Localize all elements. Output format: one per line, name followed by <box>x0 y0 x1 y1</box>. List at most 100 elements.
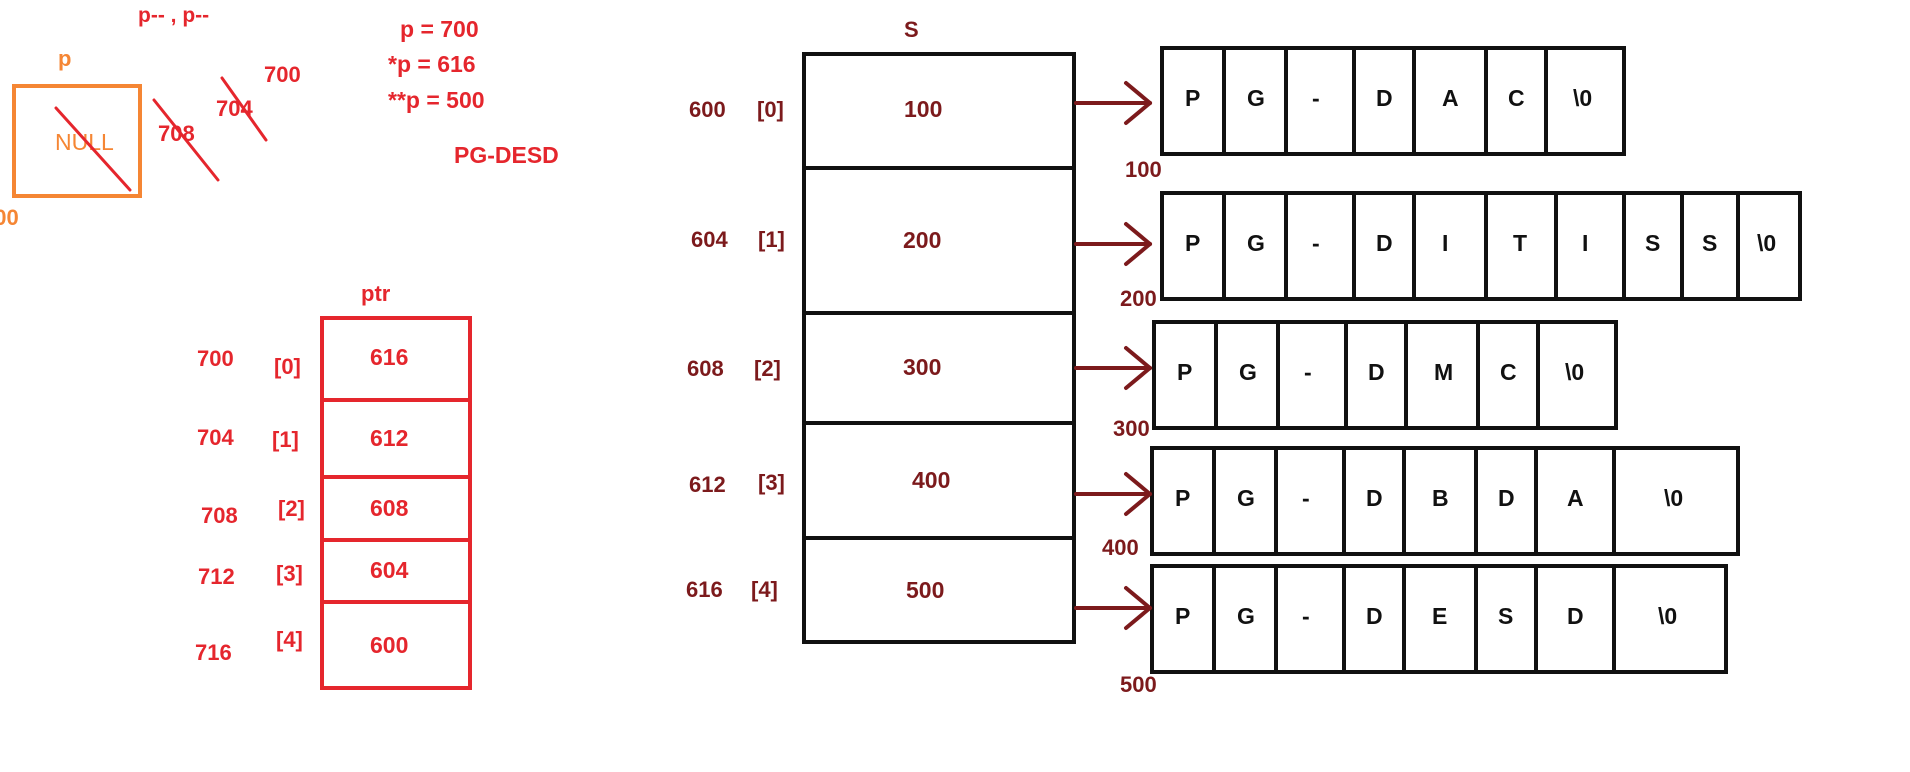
ptr-address-4: 716 <box>195 640 232 665</box>
pointer-arrow-2-head-bottom <box>1124 366 1152 390</box>
string-2-char-2: - <box>1304 359 1312 385</box>
ptr-cell-value-4: 600 <box>370 632 409 658</box>
string-2-char-0: P <box>1177 359 1193 385</box>
note-deref-p: *p = 616 <box>388 51 476 77</box>
string-0-char-6: \0 <box>1573 85 1593 111</box>
string-4-char-2: - <box>1302 603 1310 629</box>
p-null-value: NULL <box>55 129 114 155</box>
string-1-char-7: S <box>1645 230 1661 256</box>
string-4-cell-2 <box>1274 564 1346 674</box>
string-0-cell-6 <box>1544 46 1626 156</box>
string-0-char-2: - <box>1312 85 1320 111</box>
string-0-char-5: C <box>1508 85 1525 111</box>
string-1-char-2: - <box>1312 230 1320 256</box>
string-2-char-3: D <box>1368 359 1385 385</box>
string-2-cell-6 <box>1536 320 1618 430</box>
string-4-char-3: D <box>1366 603 1383 629</box>
string-4-char-5: S <box>1498 603 1514 629</box>
null-strike-line <box>54 106 132 192</box>
string-1-char-6: I <box>1582 230 1589 256</box>
string-4-cell-7 <box>1612 564 1728 674</box>
crossed-value-704: 704 <box>216 96 253 121</box>
ptr-array-box <box>320 316 472 690</box>
s-array-box <box>802 52 1076 644</box>
s-cell-value-2: 300 <box>903 354 942 380</box>
string-2-address: 300 <box>1113 416 1150 441</box>
pointer-arrow-1-head-bottom <box>1124 242 1152 266</box>
ptr-label: ptr <box>361 281 391 306</box>
ptr-address-1: 704 <box>197 425 234 450</box>
s-address-1: 604 <box>691 227 728 252</box>
pointer-arrow-3-head-top <box>1124 472 1152 496</box>
string-4-char-0: P <box>1175 603 1191 629</box>
note-double-deref-p: **p = 500 <box>388 87 485 113</box>
ptr-index-0: [0] <box>274 354 301 379</box>
string-1-cell-4 <box>1412 191 1488 301</box>
string-1-cell-9 <box>1736 191 1802 301</box>
pointer-arrow-0-head-top <box>1124 81 1152 105</box>
pointer-arrow-4-head-top <box>1124 586 1152 610</box>
ptr-address-3: 712 <box>198 564 235 589</box>
string-3-char-7: \0 <box>1664 485 1684 511</box>
string-4-address: 500 <box>1120 672 1157 697</box>
s-index-0: [0] <box>757 97 784 122</box>
pointer-arrow-3-head-bottom <box>1124 492 1152 516</box>
ptr-index-4: [4] <box>276 627 303 652</box>
string-2-char-4: M <box>1434 359 1454 385</box>
string-1-char-4: I <box>1442 230 1449 256</box>
string-3-char-2: - <box>1302 485 1310 511</box>
strike-708 <box>152 98 220 182</box>
string-0-char-3: D <box>1376 85 1393 111</box>
ptr-cell-value-1: 612 <box>370 424 409 451</box>
ptr-index-2: [2] <box>278 496 305 521</box>
ptr-cell-value-0: 616 <box>370 344 409 370</box>
string-3-cell-7 <box>1612 446 1740 556</box>
ptr-index-1: [1] <box>272 427 299 452</box>
string-1-char-0: P <box>1185 230 1201 256</box>
ptr-address-2: 708 <box>201 503 238 528</box>
note-p-value: p = 700 <box>400 16 479 42</box>
pointer-arrow-0-head-bottom <box>1124 101 1152 125</box>
crossed-value-700: 700 <box>264 62 301 87</box>
string-4-char-7: \0 <box>1658 603 1678 629</box>
string-1-cell-2 <box>1284 191 1356 301</box>
string-0-cell-2 <box>1284 46 1356 156</box>
string-1-char-3: D <box>1376 230 1393 256</box>
string-2-char-1: G <box>1239 359 1257 385</box>
s-cell-value-1: 200 <box>903 226 942 253</box>
string-3-char-1: G <box>1237 485 1255 511</box>
s-address-3: 612 <box>689 472 726 497</box>
string-1-char-9: \0 <box>1757 230 1777 256</box>
s-cell-value-4: 500 <box>906 577 945 603</box>
string-4-char-1: G <box>1237 603 1255 629</box>
s-index-2: [2] <box>754 356 781 381</box>
string-1-cell-6 <box>1554 191 1626 301</box>
string-0-char-4: A <box>1442 85 1459 111</box>
p-address: 900 <box>0 205 19 230</box>
string-3-address: 400 <box>1102 535 1139 560</box>
string-3-char-6: A <box>1567 485 1584 511</box>
string-0-char-1: G <box>1247 85 1265 111</box>
string-2-char-6: \0 <box>1565 359 1585 385</box>
strike-704 <box>220 76 268 142</box>
string-1-address: 200 <box>1120 286 1157 311</box>
string-1-char-5: T <box>1513 230 1528 256</box>
decrement-note: p-- , p-- <box>138 4 210 27</box>
string-3-char-4: B <box>1432 485 1449 511</box>
ptr-address-0: 700 <box>197 346 234 371</box>
string-3-char-3: D <box>1366 485 1383 511</box>
pointer-arrow-4-head-bottom <box>1124 606 1152 630</box>
s-address-4: 616 <box>686 577 723 602</box>
string-2-char-5: C <box>1500 359 1517 385</box>
string-3-char-0: P <box>1175 485 1191 511</box>
pointer-arrow-2-head-top <box>1124 346 1152 370</box>
string-1-char-1: G <box>1247 230 1265 256</box>
string-0-char-0: P <box>1185 85 1201 111</box>
string-3-cell-2 <box>1274 446 1346 556</box>
string-3-char-5: D <box>1498 485 1515 511</box>
s-cell-value-3: 400 <box>912 466 951 493</box>
s-address-2: 608 <box>687 356 724 381</box>
string-4-char-6: D <box>1567 603 1584 629</box>
note-result: PG-DESD <box>454 142 559 168</box>
